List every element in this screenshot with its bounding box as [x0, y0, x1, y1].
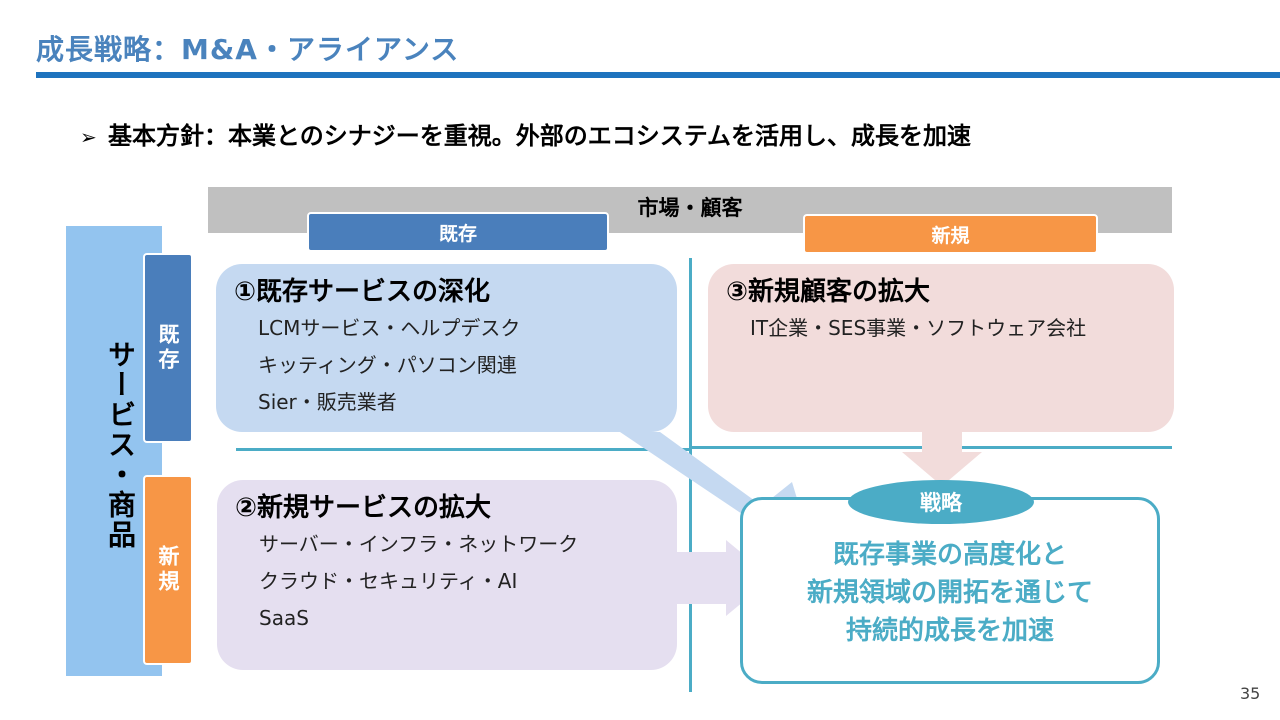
market-new-tag: 新規	[803, 214, 1098, 254]
strategy-statement: 既存事業の高度化と 新規領域の開拓を通じて 持続的成長を加速	[740, 536, 1160, 650]
strategy-line: 新規領域の開拓を通じて	[806, 578, 1093, 608]
matrix-vertical-divider	[689, 258, 692, 692]
list-item: キッティング・パソコン関連	[258, 353, 517, 377]
quadrant-existing-deepening: ①既存サービスの深化 LCMサービス・ヘルプデスク キッティング・パソコン関連 …	[216, 264, 677, 432]
page-number: 35	[1240, 684, 1261, 703]
list-item: LCMサービス・ヘルプデスク	[258, 316, 521, 340]
title-underline	[36, 72, 1280, 78]
strategy-box	[740, 497, 1160, 684]
strategy-label: 戦略	[848, 480, 1034, 524]
market-existing-tag: 既存	[307, 212, 609, 252]
service-existing-tag: 既存	[143, 253, 193, 443]
quadrant-title: ①既存サービスの深化	[234, 277, 491, 307]
policy-text: 基本方針：本業とのシナジーを重視。外部のエコシステムを活用し、成長を加速	[108, 122, 972, 150]
market-axis-label: 市場・顧客	[637, 196, 743, 220]
list-item: SaaS	[259, 606, 309, 630]
list-item: Sier・販売業者	[258, 390, 397, 414]
arrow-q3-to-strategy-icon	[902, 432, 982, 486]
list-item: IT企業・SES事業・ソフトウェア会社	[750, 316, 1087, 340]
policy-statement: ➢ 基本方針：本業とのシナジーを重視。外部のエコシステムを活用し、成長を加速	[80, 116, 971, 151]
service-new-tag: 新規	[143, 475, 193, 665]
quadrant-title: ②新規サービスの拡大	[235, 493, 492, 523]
slide-title: 成長戦略：M&A・アライアンス	[36, 33, 460, 66]
strategy-line: 持続的成長を加速	[845, 616, 1054, 646]
matrix-horizontal-divider-left	[236, 448, 690, 451]
matrix-horizontal-divider-right	[692, 446, 1172, 449]
list-item: クラウド・セキュリティ・AI	[259, 569, 518, 593]
arrow-bullet-icon: ➢	[80, 125, 97, 149]
quadrant-new-services: ②新規サービスの拡大 サーバー・インフラ・ネットワーク クラウド・セキュリティ・…	[217, 480, 677, 670]
strategy-line: 既存事業の高度化と	[832, 540, 1067, 570]
list-item: サーバー・インフラ・ネットワーク	[259, 532, 579, 556]
quadrant-new-customers: ③新規顧客の拡大 IT企業・SES事業・ソフトウェア会社	[708, 264, 1174, 432]
service-axis-label: サービス・商品	[104, 340, 137, 550]
quadrant-title: ③新規顧客の拡大	[726, 277, 931, 307]
